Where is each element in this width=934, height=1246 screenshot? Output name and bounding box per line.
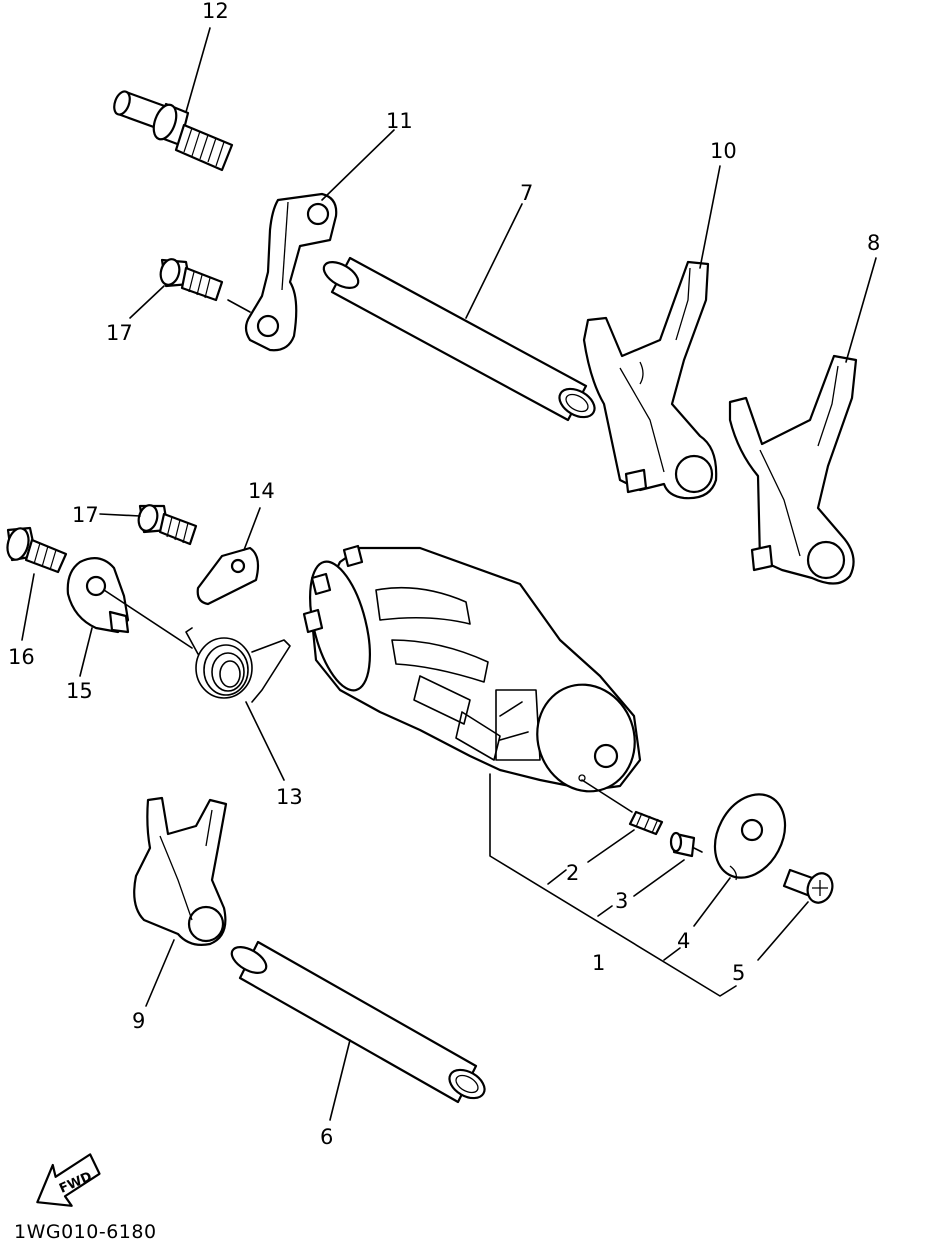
callout-1: 1 xyxy=(592,951,605,975)
callout-4: 4 xyxy=(677,929,690,953)
washer-part-4 xyxy=(713,793,787,881)
bolt-part-17-upper xyxy=(159,258,224,302)
callout-14: 14 xyxy=(248,479,275,503)
torsion-spring-part-13 xyxy=(185,627,291,703)
callout-12: 12 xyxy=(202,0,229,23)
callout-10: 10 xyxy=(710,139,737,163)
bolt-part-16 xyxy=(6,526,68,574)
callout-6: 6 xyxy=(320,1125,333,1149)
shift-fork-part-9 xyxy=(133,796,228,946)
bolt-part-17-lower xyxy=(137,504,198,546)
shift-fork-shaft-part-6 xyxy=(230,940,486,1104)
callout-16: 16 xyxy=(8,645,35,669)
shift-drum-part-1 xyxy=(302,544,642,793)
shift-fork-part-10 xyxy=(582,260,718,500)
callout-13: 13 xyxy=(276,785,303,809)
stud-bolt-part-12 xyxy=(113,90,234,172)
fwd-arrow-icon xyxy=(36,1153,101,1207)
callout-8: 8 xyxy=(867,231,880,255)
callout-17-upper: 17 xyxy=(106,321,133,345)
callout-7: 7 xyxy=(520,181,533,205)
callout-17-lower: 17 xyxy=(72,503,99,527)
callout-9: 9 xyxy=(132,1009,145,1033)
pin-part-2 xyxy=(628,810,664,836)
plate-part-14 xyxy=(196,546,260,606)
screw-part-5 xyxy=(782,868,834,904)
stopper-lever-part-15 xyxy=(66,557,130,634)
callout-11: 11 xyxy=(386,109,413,133)
diagram-code: 1WG010-6180 xyxy=(14,1221,157,1243)
callout-3: 3 xyxy=(615,889,628,913)
dowel-part-3 xyxy=(669,831,696,858)
stopper-plate-part-11 xyxy=(244,192,338,352)
callout-2: 2 xyxy=(566,861,579,885)
callout-15: 15 xyxy=(66,679,93,703)
shift-fork-part-8 xyxy=(728,354,858,585)
callout-5: 5 xyxy=(732,961,745,985)
shift-fork-shaft-part-7 xyxy=(322,256,596,422)
